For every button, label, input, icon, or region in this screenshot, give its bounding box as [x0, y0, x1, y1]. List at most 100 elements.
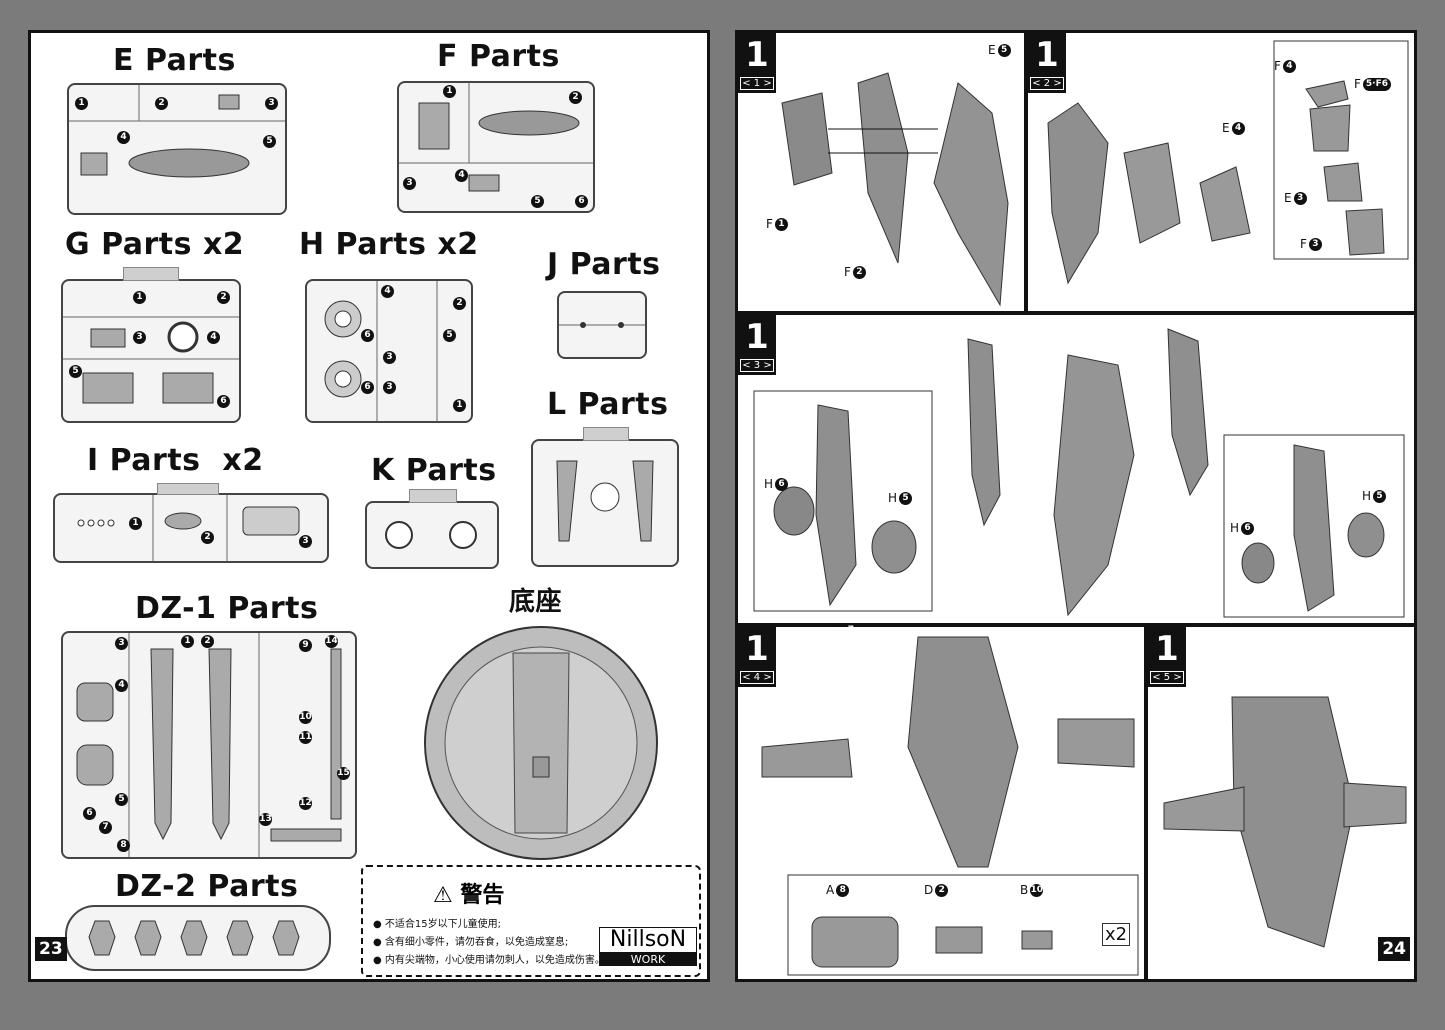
step-number-2: 1 — [1035, 35, 1059, 75]
h-parts-title: H Parts x2 — [299, 227, 479, 262]
e-parts-drawing — [69, 85, 285, 178]
j-parts-title: J Parts — [547, 247, 661, 282]
dz1-label-9: 9 — [299, 639, 312, 652]
left-page-number: 23 — [35, 937, 67, 961]
h-parts-multiplier: x2 — [437, 227, 479, 262]
g-label-4: 4 — [207, 331, 220, 344]
h-parts-runner: 4 2 6 5 3 6 3 1 — [305, 279, 473, 423]
step-number-1: 1 — [745, 35, 769, 75]
warning-title-text: 警告 — [460, 883, 505, 908]
warning-line-2: ● 含有细小零件，请勿吞食，以免造成窒息; — [373, 937, 569, 948]
base-drawing — [424, 626, 658, 860]
warning-line-1: ● 不适合15岁以下儿童使用; — [373, 919, 501, 930]
i-label-3: 3 — [299, 535, 312, 548]
i-parts-runner: 1 2 3 — [53, 483, 329, 563]
step-3-illustration — [753, 328, 1405, 618]
step-badge-1: 1 < 1 > — [738, 33, 776, 93]
f-label-4: 4 — [455, 169, 468, 182]
step-number-4: 1 — [745, 629, 769, 669]
f-label-2: 2 — [569, 91, 582, 104]
i-label-1: 1 — [129, 517, 142, 530]
dz2-parts-title: DZ-2 Parts — [115, 869, 299, 904]
k-parts-drawing — [385, 521, 477, 549]
step-2-illustration — [1047, 40, 1409, 285]
dz1-label-10: 10 — [299, 711, 312, 724]
e-label-4: 4 — [117, 131, 130, 144]
dz1-label-2: 2 — [201, 635, 214, 648]
dz1-label-13: 13 — [259, 813, 272, 826]
h-label-4: 4 — [381, 285, 394, 298]
h-label-2: 2 — [453, 297, 466, 310]
brand-sub: WORK — [599, 953, 697, 966]
g-parts-multiplier: x2 — [202, 227, 245, 262]
k-parts-title: K Parts — [371, 453, 497, 488]
e-label-5: 5 — [263, 135, 276, 148]
step-sub-4: < 4 > — [740, 671, 774, 684]
step-panel-3: 1< 3 > H6 H5 C7 H5 H6 C7 — [738, 315, 1414, 645]
dz2-parts-drawing — [88, 920, 300, 956]
e-label-3: 3 — [265, 97, 278, 110]
e-label-1: 1 — [75, 97, 88, 110]
step-4-illustration — [761, 636, 1139, 976]
step4-multiplier: x2 — [1102, 923, 1131, 946]
step-badge-5: 1< 5 > — [1148, 627, 1186, 687]
dz1-label-1: 1 — [181, 635, 194, 648]
l-parts-drawing — [556, 460, 654, 542]
step-sub-2: < 2 > — [1030, 77, 1064, 90]
g-label-6: 6 — [217, 395, 230, 408]
j-parts-drawing — [559, 322, 645, 328]
step-sub-5: < 5 > — [1150, 671, 1184, 684]
l-parts-tab — [583, 427, 629, 441]
g-parts-title-text: G Parts — [65, 227, 192, 262]
dz1-label-3: 3 — [115, 637, 128, 650]
left-page: E Parts 1 2 3 4 5 F Parts 1 2 3 4 5 6 G … — [28, 30, 710, 982]
warning-icon: ⚠ — [433, 883, 453, 908]
warning-line-3: ● 内有尖端物，小心使用请勿刺人，以免造成伤害。 — [373, 955, 605, 966]
step-sub-1: < 1 > — [740, 77, 774, 90]
h-label-3a: 3 — [383, 351, 396, 364]
f-label-5: 5 — [531, 195, 544, 208]
dz1-label-6: 6 — [83, 807, 96, 820]
dz1-parts-title: DZ-1 Parts — [135, 591, 319, 626]
i-parts-tab — [157, 483, 219, 495]
warning-box: ⚠ 警告 ● 不适合15岁以下儿童使用; ● 含有细小零件，请勿吞食，以免造成窒… — [361, 865, 701, 977]
g-label-3: 3 — [133, 331, 146, 344]
g-label-2: 2 — [217, 291, 230, 304]
dz1-label-4: 4 — [115, 679, 128, 692]
dz1-parts-drawing — [76, 633, 342, 857]
dz1-label-11: 11 — [299, 731, 312, 744]
f-label-1: 1 — [443, 85, 456, 98]
g-parts-drawing — [63, 316, 239, 404]
step-badge-2: 1 < 2 > — [1028, 33, 1066, 93]
i-parts-drawing — [77, 495, 300, 561]
dz1-label-7: 7 — [99, 821, 112, 834]
base-disc — [421, 623, 661, 863]
step-number-3: 1 — [745, 317, 769, 357]
e-parts-runner: 1 2 3 4 5 — [67, 83, 287, 215]
e-label-2: 2 — [155, 97, 168, 110]
f-parts-title: F Parts — [437, 39, 560, 74]
dz1-label-14: 14 — [325, 635, 338, 648]
f-label-3: 3 — [403, 177, 416, 190]
base-title: 底座 — [509, 587, 563, 617]
dz1-label-15: 15 — [337, 767, 350, 780]
dz1-parts-runner: 3 1 2 9 14 4 10 11 5 15 6 7 8 12 13 — [61, 631, 357, 859]
warning-title: ⚠ 警告 — [433, 877, 504, 909]
step-5-illustration — [1163, 696, 1407, 948]
step-badge-3: 1< 3 > — [738, 315, 776, 375]
h-label-6b: 6 — [361, 381, 374, 394]
h-parts-title-text: H Parts — [299, 227, 427, 262]
